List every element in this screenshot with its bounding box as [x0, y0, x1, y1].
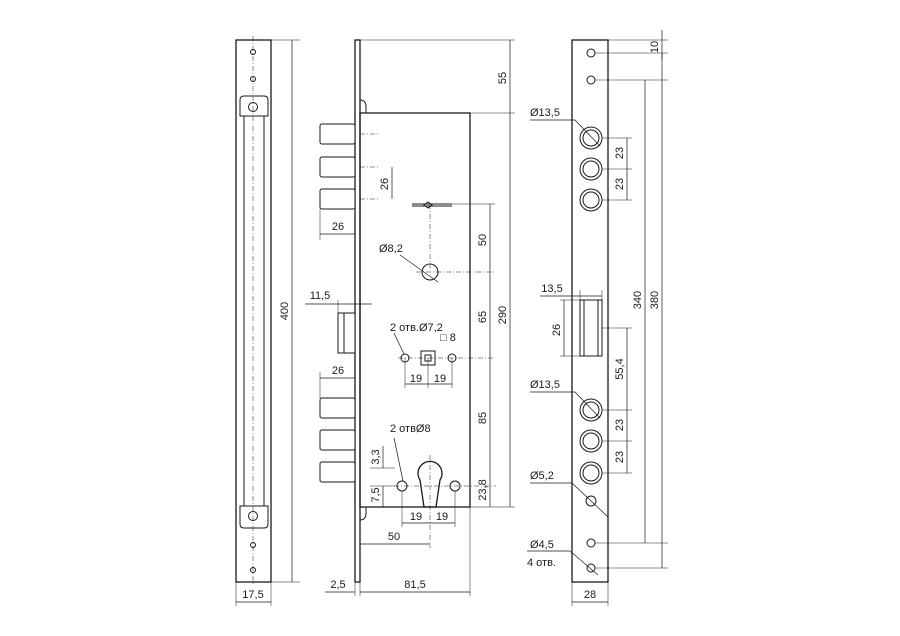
strike-plate-outline — [571, 39, 609, 583]
dim-strike-pitch-d: 23 — [614, 451, 626, 463]
strike-plate-view: 10 Ø13,5 23 23 13,5 26 340 380 — [527, 30, 668, 606]
strike-screw-hole — [586, 75, 596, 85]
bolt-top-3 — [319, 188, 356, 210]
dim-spindle-hole: Ø8,2 — [379, 243, 403, 255]
dim-holes-8: 2 отвØ8 — [390, 423, 431, 435]
bolt-bottom-1 — [319, 397, 356, 419]
dim-bolt-pitch: 26 — [379, 178, 391, 190]
bolt-top-2 — [319, 156, 356, 178]
bolt-bottom-2 — [319, 429, 356, 451]
dim-strike-pitch-a: 23 — [614, 147, 626, 159]
lever-pivot — [423, 201, 433, 209]
dim-top-offset: 55 — [497, 72, 509, 84]
dim-front-plate-height: 400 — [279, 302, 291, 320]
dim-cyl-spacing-right: 19 — [436, 511, 448, 523]
dim-strike-latch-width: 13,5 — [541, 283, 562, 295]
dim-bolt-projection-bottom: 26 — [332, 365, 344, 377]
dim-fix-spacing-left: 19 — [410, 373, 422, 385]
cylinder-cutout — [417, 460, 443, 508]
strike-latch-pocket — [579, 299, 603, 357]
dim-290: 290 — [497, 306, 509, 324]
front-plate-view: 400 17,5 — [235, 36, 300, 606]
dim-strike-hole-4-5: Ø4,5 — [530, 539, 554, 551]
dim-strike-latch-height: 26 — [551, 324, 563, 336]
dim-bolt-projection-top: 26 — [332, 221, 344, 233]
dim-backset: 50 — [388, 531, 400, 543]
dim-strike-pitch-b: 23 — [614, 178, 626, 190]
lock-body-view: Ø8,2 19 19 2 отв.Ø7,2 □ 8 2 отвØ8 3,3 7,… — [305, 39, 515, 596]
front-plate-bottom-tab — [239, 505, 269, 529]
dim-50: 50 — [477, 234, 489, 246]
lock-faceplate-edge — [354, 39, 361, 583]
bolt-bottom-3 — [319, 461, 356, 483]
dim-fix-spacing-right: 19 — [434, 373, 446, 385]
dim-strike-380: 380 — [649, 291, 661, 309]
dim-body-width: 81,5 — [404, 579, 425, 591]
front-plate-hole — [248, 102, 258, 112]
dim-plate-thickness: 2,5 — [330, 579, 345, 591]
lock-case-outline — [359, 112, 471, 508]
dim-front-plate-width: 17,5 — [242, 589, 263, 601]
dim-23-8: 23,8 — [477, 479, 489, 500]
dim-strike-55-4: 55,4 — [614, 358, 626, 379]
dim-7-5: 7,5 — [370, 487, 382, 502]
dim-latch-projection: 11,5 — [310, 290, 331, 302]
dim-strike-hole-5-2: Ø5,2 — [530, 470, 554, 482]
strike-screw-hole — [586, 538, 596, 548]
strike-screw-hole — [586, 563, 596, 573]
dim-strike-width: 28 — [584, 589, 596, 601]
strike-screw-hole — [586, 48, 596, 58]
dim-strike-10: 10 — [649, 41, 661, 53]
dim-square-8: □ 8 — [440, 332, 456, 344]
dim-85: 85 — [477, 412, 489, 424]
strike-hole-5-2 — [585, 495, 597, 507]
dim-strike-hole-top: Ø13,5 — [530, 107, 560, 119]
dim-strike-340: 340 — [632, 291, 644, 309]
latch-bolt — [337, 312, 356, 354]
dim-holes-7-2: 2 отв.Ø7,2 — [390, 322, 443, 334]
dim-3-3: 3,3 — [370, 449, 382, 464]
dim-strike-pitch-c: 23 — [614, 419, 626, 431]
front-plate-outline — [235, 39, 272, 583]
front-plate-top-tab — [239, 95, 269, 117]
dim-65: 65 — [477, 311, 489, 323]
bolt-top-1 — [319, 123, 356, 145]
dim-cyl-spacing-left: 19 — [410, 511, 422, 523]
dim-strike-hole-count: 4 отв. — [527, 557, 556, 569]
dim-strike-hole-bottom: Ø13,5 — [530, 379, 560, 391]
